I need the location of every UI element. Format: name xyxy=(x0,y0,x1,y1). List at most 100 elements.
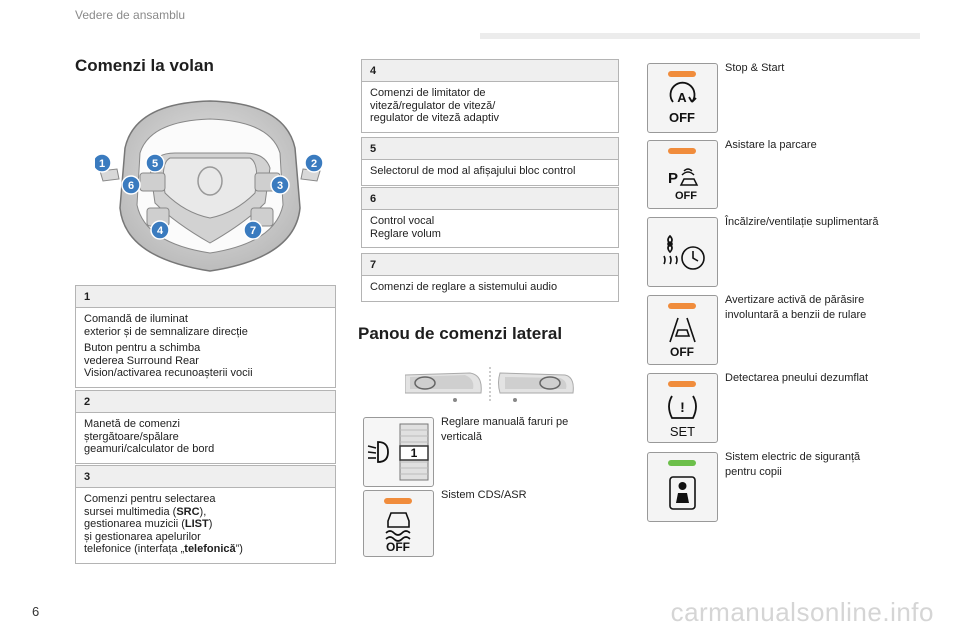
callout-3: 3 xyxy=(270,175,290,195)
box-text: Comenzi de reglare a sistemului audio xyxy=(370,281,558,293)
list-keyword: LIST xyxy=(184,518,209,530)
indicator-led xyxy=(668,460,696,466)
cds-asr-button[interactable]: OFF xyxy=(363,490,434,557)
src-keyword: SRC xyxy=(176,505,200,518)
tyre-pressure-set-icon: ! SET xyxy=(668,395,697,439)
info-box-5: 5 Selectorul de mod al afișajului bloc c… xyxy=(361,137,619,186)
box-text: Manetă de comenzi xyxy=(84,418,180,430)
side-panel-title: Panou de comenzi lateral xyxy=(358,324,563,343)
park-assist-button[interactable]: P OFF xyxy=(647,140,718,209)
box-number: 6 xyxy=(362,188,618,210)
callout-5: 5 xyxy=(145,153,165,173)
box-text: ștergătoare/spălare xyxy=(84,430,179,443)
park-assist-label: Asistare la parcare xyxy=(725,139,817,151)
callout-4: 4 xyxy=(150,220,170,240)
info-box-7: 7 Comenzi de reglare a sistemului audio xyxy=(361,253,619,302)
svg-text:SET: SET xyxy=(670,424,695,439)
lane-departure-off-icon: OFF xyxy=(669,317,696,359)
child-lock-button[interactable] xyxy=(647,452,718,522)
box-text: vederea Surround Rear xyxy=(84,354,199,367)
box-text: Vision/activarea recunoașterii vocii xyxy=(84,367,253,379)
heater-timer-icon xyxy=(663,234,705,270)
box-text: și gestionarea apelurilor xyxy=(84,530,201,543)
box-text: Buton pentru a schimba xyxy=(84,342,201,354)
lane-departure-button[interactable]: OFF xyxy=(647,295,718,365)
box-number: 2 xyxy=(76,391,335,413)
svg-text:P: P xyxy=(668,170,678,187)
child-lock-label: Sistem electric de siguranță pentru copi… xyxy=(725,451,861,478)
box-text: regulator de viteză adaptiv xyxy=(370,112,500,124)
page-number: 6 xyxy=(32,604,40,619)
box-text: telefonice (interfața „ xyxy=(84,543,185,555)
callout-6: 6 xyxy=(121,175,141,195)
info-box-4: 4 Comenzi de limitator de viteză/regulat… xyxy=(361,59,619,133)
box-number: 7 xyxy=(362,254,618,276)
indicator-led xyxy=(668,381,696,387)
svg-text:OFF: OFF xyxy=(669,110,695,125)
box-text: Comenzi pentru selectarea xyxy=(84,493,216,505)
box-text: Comandă de iluminat xyxy=(84,313,188,325)
lane-departure-label: Avertizare activă de părăsire involuntar… xyxy=(725,294,867,321)
info-box-1: 1 Comandă de iluminat exterior și de sem… xyxy=(75,285,336,388)
svg-text:4: 4 xyxy=(157,225,164,237)
esp-off-icon: OFF xyxy=(385,512,411,554)
headlamp-adjust-label: Reglare manuală faruri pe verticală xyxy=(441,416,569,443)
section-title: Vedere de ansamblu xyxy=(75,8,186,22)
svg-text:A: A xyxy=(677,90,687,105)
watermark: carmanualsonline.info xyxy=(670,597,934,627)
svg-text:2: 2 xyxy=(311,158,317,170)
telefonica-keyword: telefonică xyxy=(184,543,236,555)
svg-text:1: 1 xyxy=(99,158,105,170)
info-box-3: 3 Comenzi pentru selectarea sursei multi… xyxy=(75,465,336,564)
callout-1: 1 xyxy=(95,153,112,173)
box-text: Reglare volum xyxy=(370,227,441,240)
heater-label: Încălzire/ventilație suplimentară xyxy=(725,216,879,228)
info-box-2: 2 Manetă de comenzi ștergătoare/spălare … xyxy=(75,390,336,464)
box-text: exterior și de semnalizare direcție xyxy=(84,325,248,338)
svg-text:1: 1 xyxy=(411,446,418,460)
headlamp-adjust-control[interactable]: 1 xyxy=(363,417,434,487)
header-bar xyxy=(480,33,920,39)
stop-start-button[interactable]: A OFF xyxy=(647,63,718,133)
cds-asr-label: Sistem CDS/ASR xyxy=(441,489,527,501)
box-text: ”) xyxy=(235,543,243,555)
heater-button[interactable] xyxy=(647,217,718,287)
box-text: viteză/regulator de viteză/ xyxy=(370,99,496,112)
indicator-led xyxy=(384,498,412,504)
steering-controls-title: Comenzi la volan xyxy=(75,56,214,75)
tyre-pressure-button[interactable]: ! SET xyxy=(647,373,718,443)
box-number: 4 xyxy=(362,60,618,82)
svg-text:OFF: OFF xyxy=(670,345,694,359)
box-text: Control vocal xyxy=(370,215,435,227)
box-number: 1 xyxy=(76,286,335,308)
svg-text:6: 6 xyxy=(128,180,134,192)
svg-text:3: 3 xyxy=(277,180,283,192)
box-text: Comenzi de limitator de xyxy=(370,87,486,99)
box-text: ), xyxy=(199,505,207,518)
svg-text:7: 7 xyxy=(250,225,256,237)
box-text: Selectorul de mod al afișajului bloc con… xyxy=(370,165,576,177)
headlamp-adjust-icon: 1 xyxy=(367,423,429,481)
box-text: geamuri/calculator de bord xyxy=(84,443,215,455)
info-box-6: 6 Control vocal Reglare volum xyxy=(361,187,619,248)
box-number: 5 xyxy=(362,138,618,160)
indicator-led xyxy=(668,303,696,309)
child-lock-icon xyxy=(669,476,696,510)
box-text: sursei multimedia ( xyxy=(84,505,177,518)
side-panel-illustration xyxy=(404,365,575,405)
park-assist-off-icon: P OFF xyxy=(668,168,699,202)
indicator-led xyxy=(668,71,696,77)
callout-7: 7 xyxy=(243,220,263,240)
box-text: ) xyxy=(208,518,213,530)
svg-text:OFF: OFF xyxy=(675,190,697,202)
stop-start-label: Stop & Start xyxy=(725,62,785,74)
tyre-pressure-label: Detectarea pneului dezumflat xyxy=(725,372,869,384)
steering-wheel-illustration: 1 5 6 2 3 4 7 xyxy=(95,93,325,278)
box-text: gestionarea muzicii ( xyxy=(84,518,185,530)
box-number: 3 xyxy=(76,466,335,488)
svg-text:5: 5 xyxy=(152,158,158,170)
stop-start-off-icon: A OFF xyxy=(669,81,697,125)
svg-text:!: ! xyxy=(680,399,685,415)
callout-2: 2 xyxy=(304,153,324,173)
svg-text:OFF: OFF xyxy=(386,540,410,554)
